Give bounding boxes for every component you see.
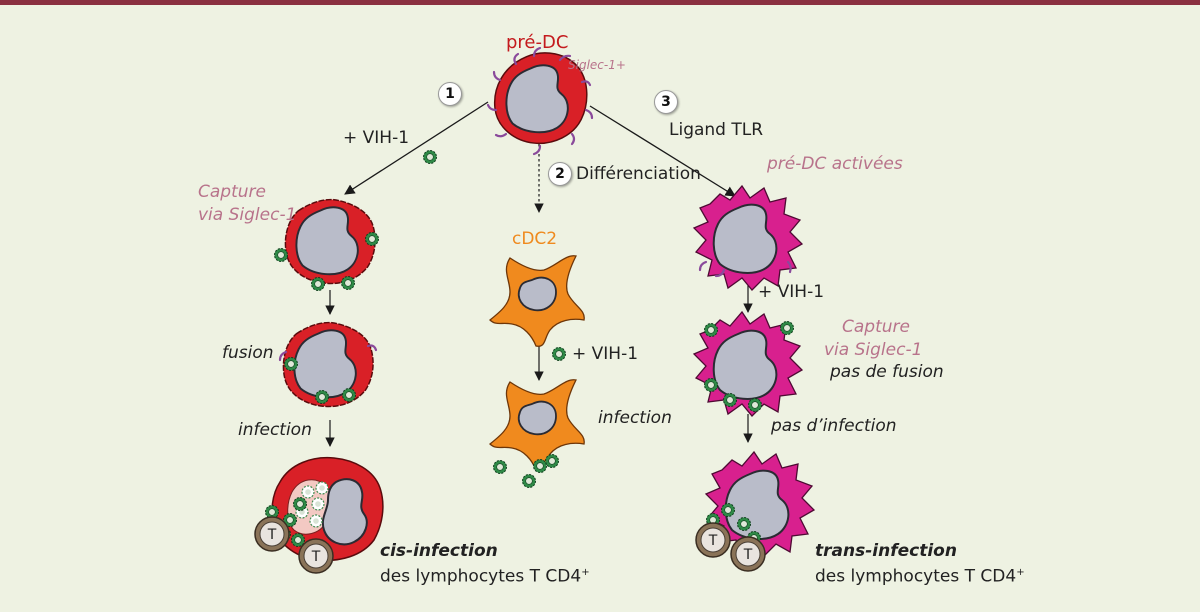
middle-infection-label: infection [598, 408, 672, 428]
svg-text:T: T [311, 549, 321, 565]
step2-label: Différenciation [576, 164, 701, 184]
activated-cell [693, 185, 803, 291]
no-fusion-label: pas de fusion [830, 362, 944, 382]
arrow-step1 [344, 101, 489, 195]
top-border [0, 0, 1200, 5]
no-infection-label: pas d’infection [771, 416, 897, 436]
t-cell: T [254, 516, 290, 552]
svg-text:T: T [267, 527, 277, 543]
trans-infection-sub: des lymphocytes T CD4+ [815, 566, 1025, 587]
virus-particle [552, 347, 566, 361]
step1-label: + VIH-1 [343, 128, 410, 148]
right-capture-line2: via Siglec-1 [824, 340, 923, 360]
left-infection-label: infection [238, 420, 312, 440]
fusion-receptors [278, 344, 378, 362]
cdc2-infected-cell [489, 378, 586, 472]
step-badge-3: 3 [654, 90, 678, 114]
pre-dc-label: pré-DC [506, 32, 569, 53]
captured-cell [284, 198, 377, 285]
right-capture-line1: Capture [842, 317, 910, 337]
svg-text:T: T [708, 533, 718, 549]
left-capture-line1: Capture [198, 182, 266, 202]
cdc2-label: cDC2 [512, 229, 558, 249]
step3-label: Ligand TLR [669, 120, 764, 140]
left-capture-line2: via Siglec-1 [198, 205, 297, 225]
cis-infection-sub: des lymphocytes T CD4+ [380, 566, 590, 587]
trans-infection-title: trans-infection [815, 541, 957, 561]
cdc2-viruses [493, 454, 559, 488]
cis-infection-title: cis-infection [380, 541, 498, 561]
right-virus-label: + VIH-1 [758, 282, 825, 302]
step-badge-2: 2 [548, 162, 572, 186]
activated-label: pré-DC activées [767, 154, 903, 174]
left-fusion-label: fusion [222, 343, 274, 363]
virus-particle [423, 150, 437, 164]
middle-virus-label: + VIH-1 [572, 344, 639, 364]
svg-text:T: T [743, 547, 753, 563]
t-cell: T [298, 538, 334, 574]
t-cell: T [695, 522, 731, 558]
siglec-label: Siglec-1+ [568, 58, 626, 72]
step-badge-1: 1 [438, 82, 462, 106]
arrow-step3 [589, 105, 736, 197]
siglec-receptors [486, 46, 594, 156]
t-cell: T [730, 536, 766, 572]
activated-receptors [698, 260, 792, 278]
cdc2-cell [489, 254, 586, 348]
